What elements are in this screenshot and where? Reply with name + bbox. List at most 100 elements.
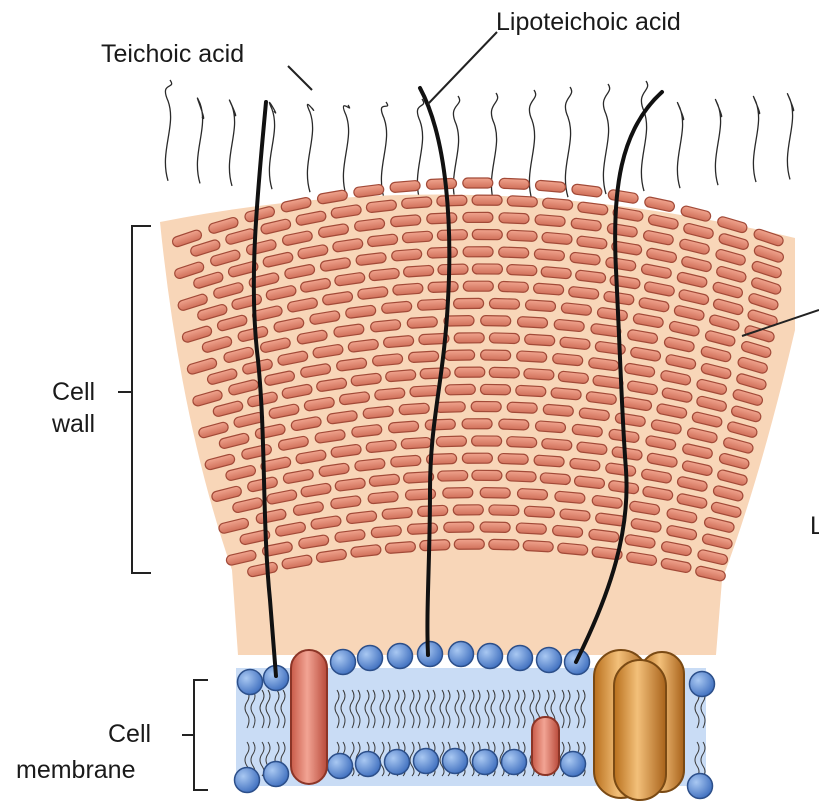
teichoic-acid-label: Teichoic acid bbox=[101, 40, 244, 68]
phospholipid-head bbox=[238, 670, 263, 695]
peptidoglycan-brick bbox=[353, 184, 384, 198]
teichoic-acid-strand bbox=[491, 93, 497, 203]
peptidoglycan-brick bbox=[489, 298, 519, 309]
peptidoglycan-brick bbox=[417, 505, 447, 516]
peptidoglycan-brick bbox=[551, 387, 582, 400]
peptidoglycan-brick bbox=[555, 491, 586, 504]
teichoic-acid-strand bbox=[381, 102, 387, 198]
peptidoglycan-brick bbox=[372, 353, 403, 366]
peptidoglycan-brick bbox=[541, 266, 572, 279]
peptidoglycan-brick bbox=[517, 488, 547, 500]
peptidoglycan-brick bbox=[427, 213, 457, 224]
peptidoglycan-brick bbox=[366, 440, 397, 453]
peptidoglycan-brick bbox=[369, 474, 400, 487]
peptidoglycan-brick bbox=[472, 229, 502, 239]
teichoic-acid-strand bbox=[229, 100, 235, 186]
peptidoglycan-brick bbox=[489, 367, 519, 378]
peptidoglycan-brick bbox=[489, 333, 519, 344]
peptidoglycan-brick bbox=[542, 198, 573, 211]
phospholipid-head bbox=[443, 749, 468, 774]
peptidoglycan-brick bbox=[374, 388, 405, 401]
phospholipid-head bbox=[414, 749, 439, 774]
peptidoglycan-brick bbox=[535, 180, 566, 192]
peptidoglycan-brick bbox=[401, 197, 432, 209]
peptidoglycan-brick bbox=[499, 247, 529, 258]
peptidoglycan-brick bbox=[388, 421, 419, 433]
teichoic-acid-strand bbox=[753, 96, 759, 182]
phospholipid-head bbox=[385, 750, 410, 775]
phospholipid-head bbox=[331, 650, 356, 675]
peptidoglycan-brick bbox=[498, 281, 528, 292]
peptidoglycan-brick bbox=[390, 180, 421, 193]
peptidoglycan-brick bbox=[499, 213, 529, 224]
peptidoglycan-brick bbox=[454, 539, 484, 549]
peptidoglycan-brick bbox=[445, 384, 475, 395]
peptidoglycan-brick bbox=[524, 334, 555, 346]
lipoteichoic-acid-label: Lipoteichoic acid bbox=[496, 8, 681, 36]
phospholipid-head bbox=[388, 644, 413, 669]
peptidoglycan-brick bbox=[370, 319, 401, 332]
peptidoglycan-brick bbox=[381, 301, 412, 314]
peptidoglycan-brick bbox=[558, 371, 589, 384]
phospholipid-head bbox=[264, 762, 289, 787]
peptidoglycan-brick bbox=[443, 487, 473, 498]
membrane-protein-orange-complex bbox=[594, 650, 684, 800]
peptidoglycan-brick bbox=[543, 404, 574, 416]
peptidoglycan-brick bbox=[554, 319, 585, 332]
peptidoglycan-brick bbox=[507, 264, 537, 275]
peptidoglycan-brick bbox=[402, 231, 433, 243]
peptidoglycan-brick bbox=[506, 471, 536, 482]
peptidoglycan-brick bbox=[437, 230, 467, 241]
peptidoglycan-brick bbox=[454, 333, 484, 343]
peptidoglycan-brick bbox=[385, 541, 416, 553]
phospholipid-head bbox=[356, 752, 381, 777]
peptidoglycan-brick bbox=[534, 249, 565, 261]
membrane-protein-red-small bbox=[532, 717, 559, 775]
phospholipid-head bbox=[508, 646, 533, 671]
teichoic-acid-strand bbox=[165, 80, 171, 181]
peptidoglycan-brick bbox=[571, 184, 602, 198]
phospholipid-head bbox=[358, 646, 383, 671]
peptidoglycan-brick bbox=[463, 247, 493, 257]
phospholipid-head bbox=[561, 752, 586, 777]
peptidoglycan-brick bbox=[425, 419, 455, 430]
peptidoglycan-brick bbox=[438, 470, 468, 481]
cell-membrane-label-line1: Cell bbox=[108, 720, 151, 748]
peptidoglycan-brick bbox=[552, 525, 583, 538]
peptidoglycan-brick bbox=[523, 540, 554, 552]
cell-wall-label-line1: Cell bbox=[52, 378, 95, 406]
peptidoglycan-brick bbox=[462, 419, 492, 429]
peptidoglycan-brick bbox=[472, 264, 502, 274]
teichoic-acid-strand bbox=[269, 102, 275, 189]
phospholipid-head bbox=[235, 768, 260, 793]
peptidoglycan-brick bbox=[506, 436, 536, 447]
peptidoglycan-brick bbox=[454, 298, 484, 308]
peptidoglycan-brick bbox=[608, 189, 639, 204]
teichoic-acid-strand bbox=[603, 84, 609, 194]
peptidoglycan-brick bbox=[428, 281, 458, 292]
lipoteichoic-acid-pointer bbox=[428, 32, 497, 104]
peptidoglycan-brick bbox=[407, 523, 437, 535]
peptidoglycan-brick bbox=[462, 453, 492, 463]
peptidoglycan-brick bbox=[371, 525, 402, 538]
peptidoglycan-brick bbox=[481, 350, 511, 361]
peptidoglycan-brick bbox=[507, 230, 537, 241]
peptidoglycan-brick bbox=[403, 265, 434, 277]
peptidoglycan-brick bbox=[516, 351, 547, 363]
peptidoglycan-brick bbox=[499, 178, 529, 189]
phospholipid-head bbox=[328, 754, 353, 779]
cut-off-label-letter: L bbox=[810, 512, 819, 540]
peptidoglycan-brick bbox=[436, 436, 466, 447]
phospholipid-head bbox=[537, 648, 562, 673]
cell-wall-bracket bbox=[132, 226, 151, 573]
peptidoglycan-brick bbox=[524, 506, 555, 518]
peptidoglycan-brick bbox=[420, 540, 450, 551]
teichoic-acid-strand bbox=[307, 104, 313, 192]
peptidoglycan-brick bbox=[540, 473, 571, 485]
peptidoglycan-brick bbox=[368, 491, 399, 504]
peptidoglycan-brick bbox=[507, 402, 537, 413]
peptidoglycan-brick bbox=[382, 507, 413, 519]
peptidoglycan-brick bbox=[426, 178, 456, 189]
peptidoglycan-brick bbox=[644, 196, 675, 212]
